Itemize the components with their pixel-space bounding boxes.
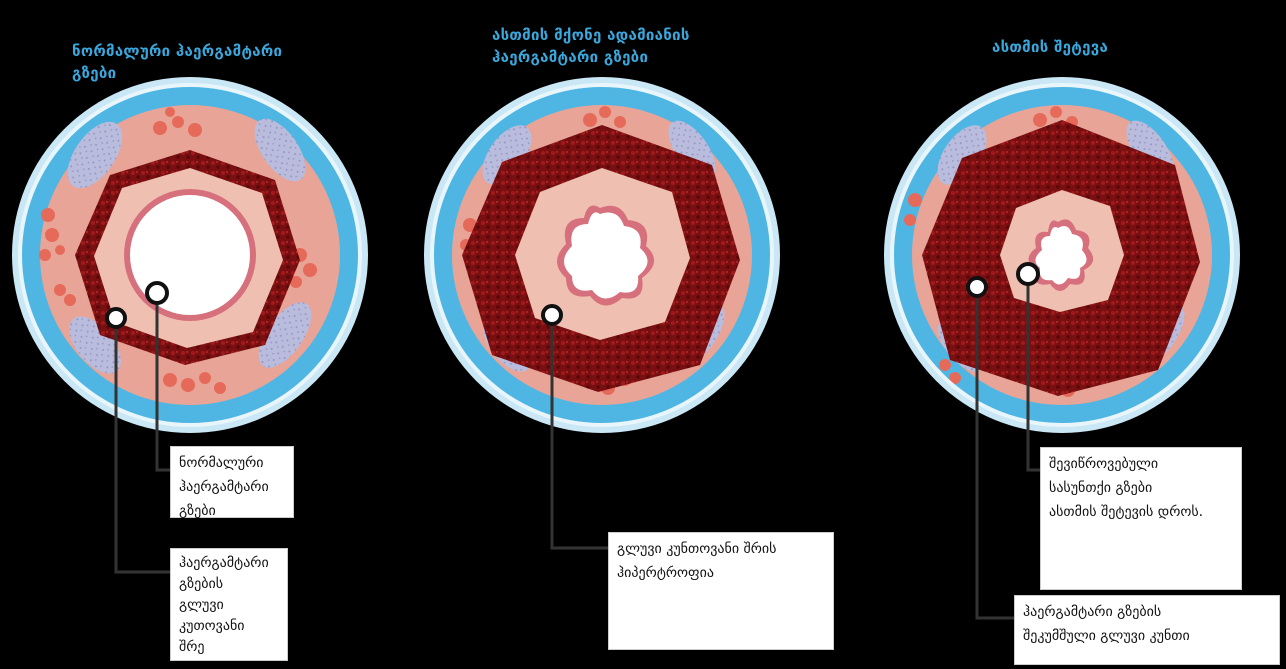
- label-contracted-muscle: ჰაერგამტარი გზების შეკუმშული გლუვი კუნთი: [1014, 595, 1280, 665]
- marker: [107, 309, 125, 327]
- marker: [968, 278, 986, 296]
- normal-airway-cross-section: [0, 70, 400, 450]
- label-normal-airway: ნორმალური ჰაერგამტარი გზები: [170, 446, 294, 518]
- asthma-attack-airway-cross-section: [880, 70, 1272, 450]
- asthma-airway-cross-section: [420, 70, 812, 450]
- label-narrowed-airway: შევიწროვებული სასუნთქი გზები ასთმის შეტე…: [1040, 447, 1242, 590]
- marker: [147, 283, 167, 303]
- label-normal-smooth-muscle: ჰაერგამტარი გზების გლუვი კუთოვანი შრე: [170, 548, 288, 661]
- marker: [1018, 264, 1038, 284]
- label-muscle-hypertrophy: გლუვი კუნთოვანი შრის ჰიპერტროფია: [608, 532, 834, 650]
- marker: [543, 306, 561, 324]
